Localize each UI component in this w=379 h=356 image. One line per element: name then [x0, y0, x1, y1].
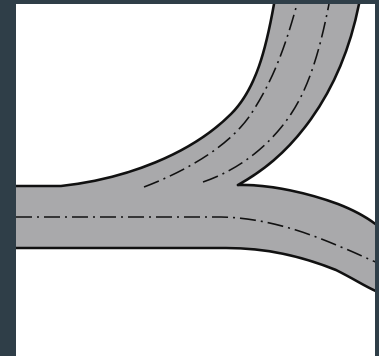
- road-surface: [16, 4, 375, 291]
- lane-line-branch-right: [202, 4, 330, 183]
- diagram-canvas: [16, 4, 375, 356]
- lane-line-branch-left: [143, 4, 298, 188]
- center-line-main: [16, 216, 375, 263]
- road-edge-main-right-upper: [236, 183, 375, 226]
- road-edge-lower: [16, 246, 375, 293]
- road-edge-upper: [16, 4, 276, 188]
- road-junction-diagram: [16, 4, 375, 293]
- road-edge-branch-right: [236, 4, 361, 187]
